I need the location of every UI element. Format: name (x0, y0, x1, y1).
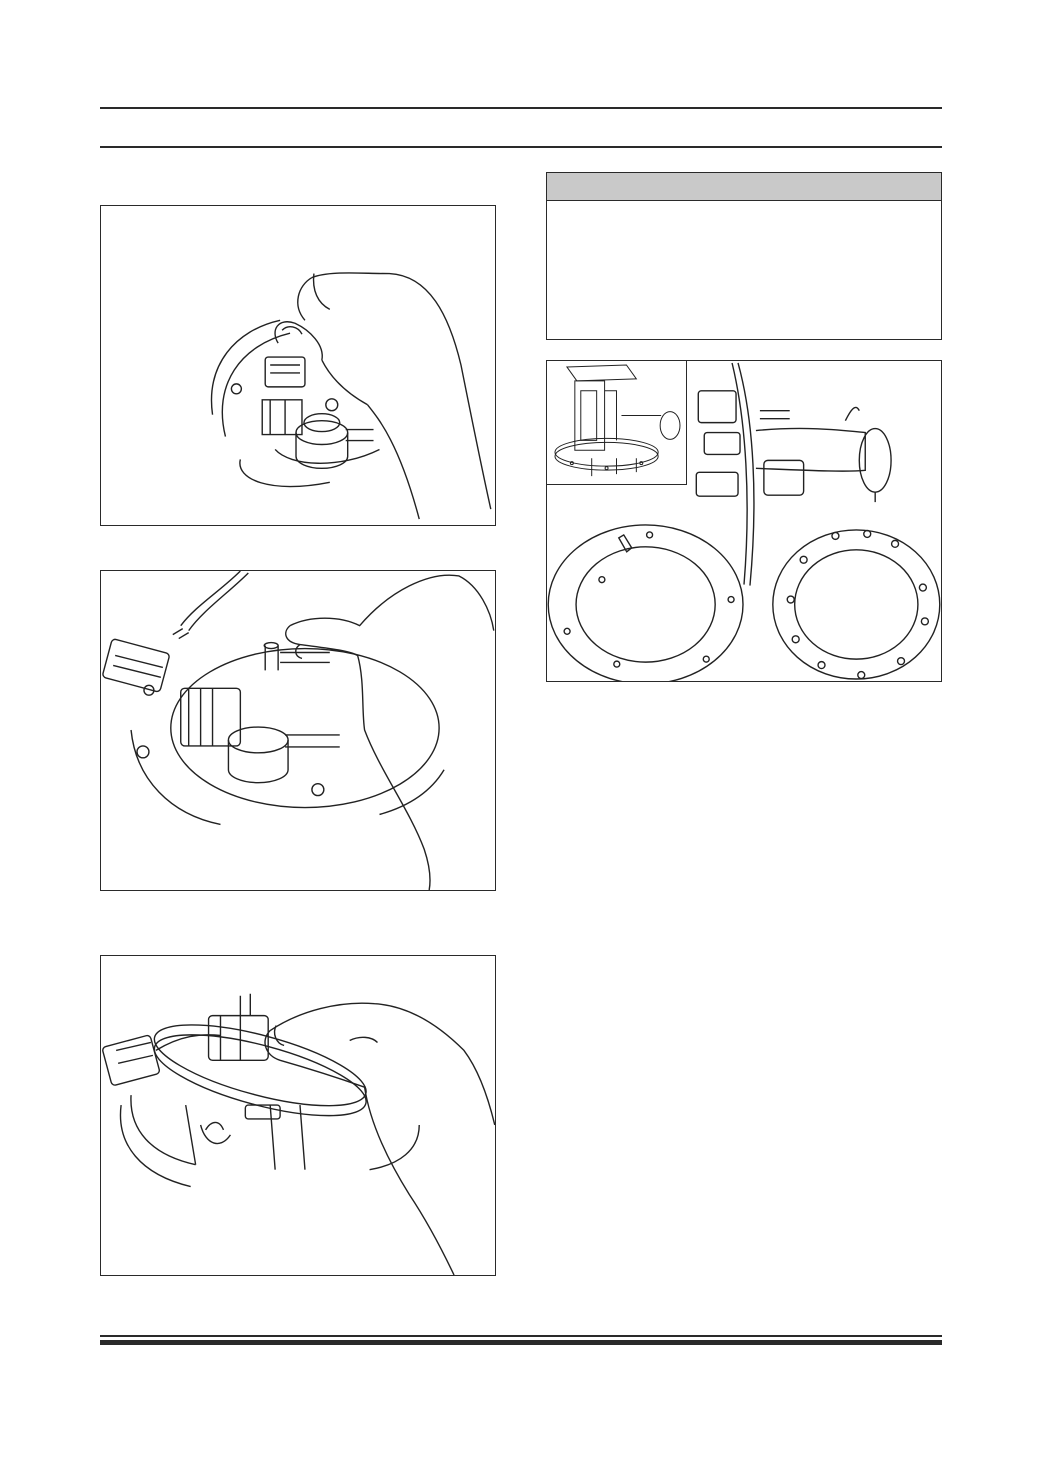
figure-2-drawing (101, 571, 495, 890)
footer-rule-thin (100, 1335, 942, 1337)
notice-header-bar (547, 173, 941, 201)
figure-4-inset-exploded-view (547, 361, 687, 485)
figure-4-drawing (547, 361, 941, 681)
figure-1-connector-removal (100, 205, 496, 526)
header-rule-bottom (100, 146, 942, 148)
figure-3-pump-removal (100, 955, 496, 1276)
footer-rule-thick (100, 1340, 942, 1345)
inset-drawing (547, 361, 686, 484)
figure-3-drawing (101, 956, 495, 1275)
figure-4-pump-assembly-gaskets (546, 360, 942, 682)
header-rule-top (100, 107, 942, 109)
notice-box (546, 172, 942, 340)
figure-1-drawing (101, 206, 495, 525)
figure-2-flange-cover (100, 570, 496, 891)
